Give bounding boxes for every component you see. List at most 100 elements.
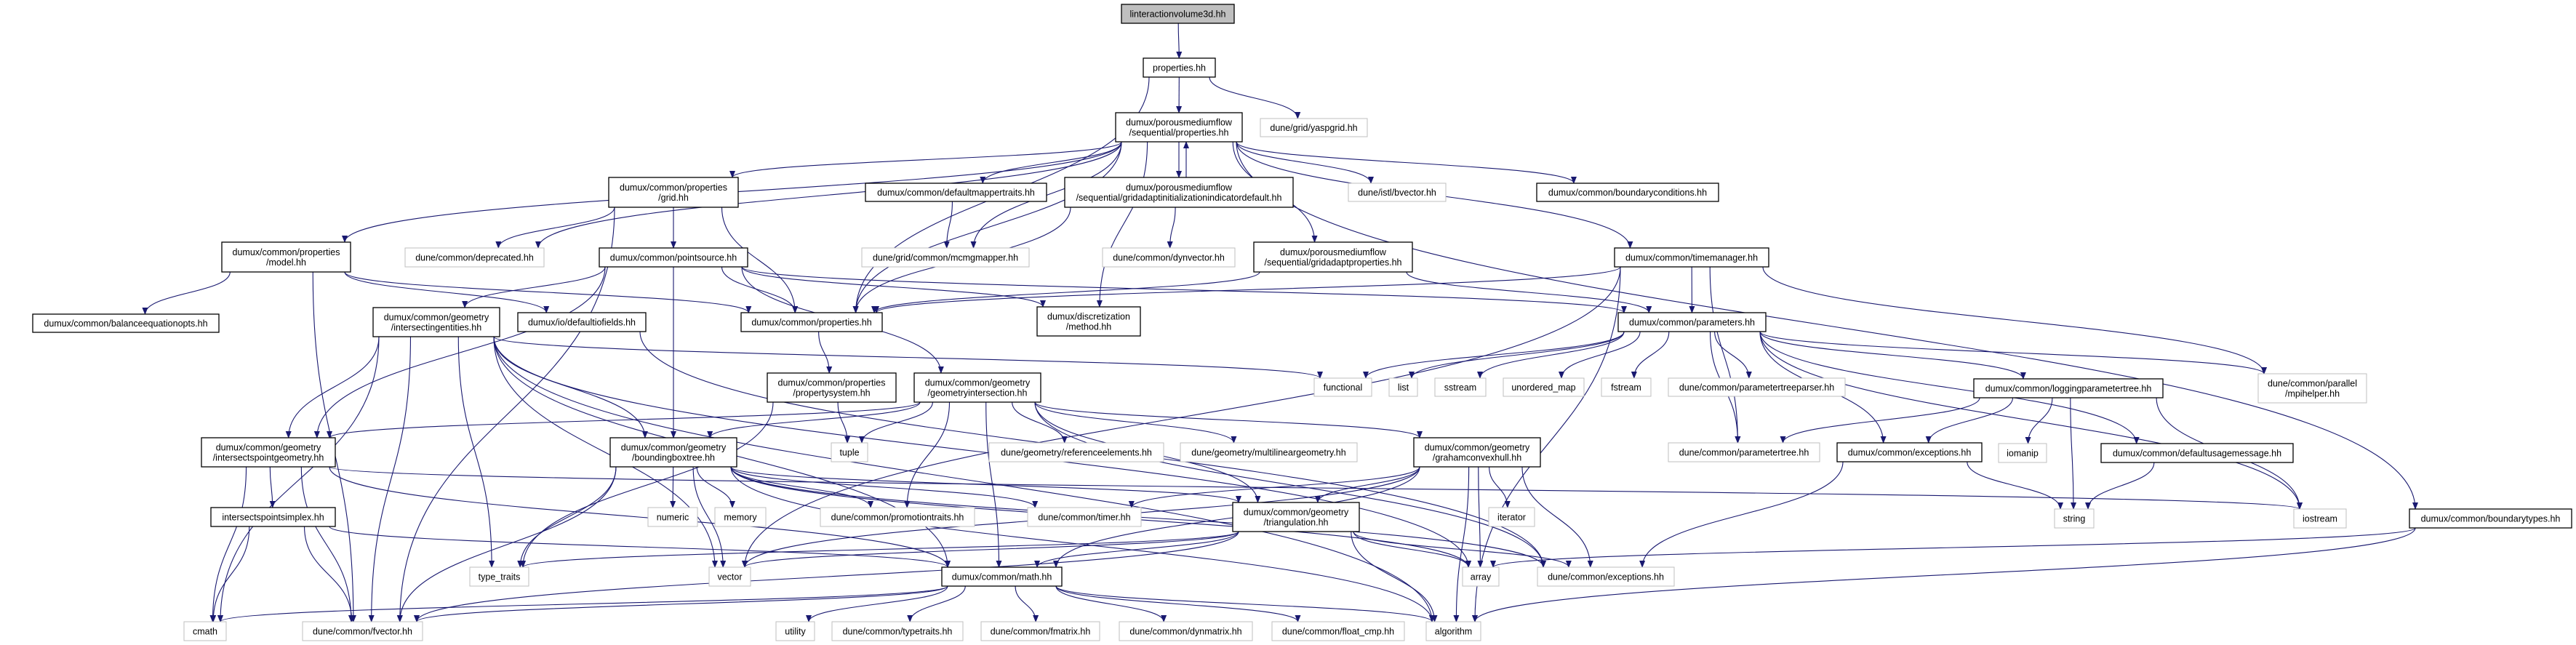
graph-node-external: dune/common/exceptions.hh [1537, 566, 1675, 587]
node-box [2293, 508, 2347, 529]
node-label: /intersectspointgeometry.hh [213, 453, 324, 463]
node-box [1614, 247, 1769, 268]
graph-node[interactable]: dumux/common/geometry/triangulation.hh [1232, 502, 1360, 532]
node-label: iomanip [2007, 449, 2039, 459]
graph-node[interactable]: dumux/common/exceptions.hh [1836, 442, 1983, 462]
node-box [1102, 247, 1236, 268]
node-label: unordered_map [1511, 382, 1575, 393]
graph-node-root[interactable]: linteractionvolume3d.hh [1121, 4, 1235, 24]
graph-node-external: utility [775, 621, 815, 641]
graph-node[interactable]: dumux/common/defaultusagemessage.hh [2100, 443, 2294, 463]
graph-node[interactable]: dumux/porousmediumflow/sequential/gridad… [1253, 241, 1413, 273]
node-label: dune/common/parametertreeparser.hh [1679, 382, 1834, 393]
node-label: dumux/common/geometry [1425, 443, 1530, 453]
node-label: dumux/common/loggingparametertree.hh [1985, 384, 2152, 394]
dependency-edge [1639, 461, 1844, 568]
graph-node[interactable]: dumux/porousmediumflow/sequential/proper… [1115, 112, 1243, 143]
graph-node-external: dune/istl/bvector.hh [1348, 183, 1447, 202]
node-label: linteractionvolume3d.hh [1129, 9, 1225, 20]
dependency-edge [1353, 531, 1471, 568]
graph-node[interactable]: dumux/common/timemanager.hh [1614, 247, 1769, 268]
dependency-edge [1236, 141, 2418, 510]
dependency-edge [2085, 462, 2155, 510]
graph-node[interactable]: dumux/common/geometry/intersectingentiti… [372, 307, 500, 337]
node-label: list [1398, 382, 1409, 393]
graph-node[interactable]: dumux/io/defaultiofields.hh [517, 312, 647, 332]
graph-node[interactable]: intersectspointsimplex.hh [210, 507, 336, 527]
graph-node[interactable]: dumux/common/boundaryconditions.hh [1536, 183, 1719, 202]
node-label: dumux/common/geometry [216, 443, 321, 453]
node-label: tuple [839, 448, 859, 458]
node-label: /grid.hh [658, 193, 689, 203]
node-label: dune/common/deprecated.hh [415, 253, 534, 263]
dependency-edge [1409, 331, 1625, 379]
dependency-edge [493, 336, 718, 568]
node-box [1668, 442, 1820, 462]
node-box [1617, 312, 1767, 332]
graph-node[interactable]: dumux/common/parameters.hh [1617, 312, 1767, 332]
dependency-edge [1351, 531, 1438, 622]
graph-node[interactable]: dumux/common/properties/grid.hh [608, 177, 739, 208]
graph-node[interactable]: properties.hh [1143, 57, 1216, 78]
node-box [372, 307, 500, 337]
node-box [201, 437, 336, 468]
node-label: dumux/common/properties [620, 183, 727, 193]
graph-node[interactable]: dumux/common/geometry/intersectspointgeo… [201, 437, 336, 468]
graph-node-external: dune/common/parallel/mpihelper.hh [2257, 373, 2367, 404]
graph-node[interactable]: dumux/porousmediumflow/sequential/gridad… [1064, 177, 1294, 208]
graph-node[interactable]: dumux/common/math.hh [941, 566, 1063, 587]
node-layer: linteractionvolume3d.hh properties.hh dune… [32, 4, 2572, 641]
graph-node[interactable]: dumux/common/geometry/boundingboxtree.hh [609, 437, 737, 468]
node-box [1836, 442, 1983, 462]
node-label: dumux/porousmediumflow [1126, 118, 1233, 128]
node-label: string [2063, 514, 2086, 524]
node-box [1668, 377, 1846, 397]
dependency-edge [1406, 271, 1652, 313]
graph-node[interactable]: dumux/common/balanceequationopts.hh [32, 313, 220, 333]
dependency-edge [414, 531, 1239, 622]
graph-node[interactable]: dumux/common/properties.hh [740, 312, 883, 332]
node-label: /sequential/gridadaptinitializationindic… [1076, 193, 1282, 203]
graph-node[interactable]: dumux/common/geometry/grahamconvexhull.h… [1413, 437, 1541, 468]
graph-node-external: dune/geometry/referenceelements.hh [988, 442, 1164, 462]
graph-node-external: sstream [1434, 377, 1487, 397]
dependency-edge [1209, 76, 1301, 119]
node-box [1488, 507, 1535, 527]
dependency-edge [1490, 527, 2416, 568]
graph-node[interactable]: dumux/common/pointsource.hh [599, 247, 748, 268]
node-label: intersectspointsimplex.hh [222, 513, 324, 523]
node-box [1253, 241, 1413, 273]
node-box [608, 177, 739, 208]
dependency-edge [1055, 585, 1301, 622]
graph-node[interactable]: dumux/common/loggingparametertree.hh [1973, 378, 2164, 398]
node-label: dumux/common/geometry [384, 313, 489, 323]
dependency-edge [730, 466, 1241, 503]
graph-node-external: dune/common/fmatrix.hh [980, 621, 1100, 641]
graph-node-external: dune/geometry/multilineargeometry.hh [1180, 442, 1358, 462]
dependency-edge [368, 336, 412, 622]
graph-node[interactable]: dumux/common/boundarytypes.hh [2409, 508, 2572, 529]
node-label: dumux/common/defaultusagemessage.hh [2113, 449, 2281, 459]
node-label: dune/common/dynmatrix.hh [1129, 627, 1241, 637]
graph-node[interactable]: dumux/common/defaultmappertraits.hh [865, 183, 1047, 202]
node-box [831, 621, 964, 641]
graph-node[interactable]: dumux/common/properties/model.hh [221, 241, 351, 273]
dependency-edge [1236, 141, 1374, 184]
node-box [1413, 437, 1541, 468]
node-box [609, 437, 737, 468]
dependency-edge [462, 266, 606, 308]
graph-node[interactable]: dumux/discretization/method.hh [1036, 306, 1141, 337]
node-box [599, 247, 748, 268]
node-box [941, 566, 1063, 587]
dependency-edge [329, 466, 2303, 510]
node-box [708, 566, 751, 587]
graph-node-external: dune/common/fvector.hh [302, 621, 423, 641]
node-label: /sequential/properties.hh [1129, 128, 1229, 138]
node-label: fstream [1611, 382, 1641, 393]
graph-node[interactable]: dumux/common/properties/propertysystem.h… [767, 372, 897, 403]
graph-node[interactable]: dumux/common/geometry/geometryintersecti… [913, 372, 1041, 403]
graph-node-external: fstream [1601, 377, 1652, 397]
node-label: dumux/common/timemanager.hh [1625, 253, 1758, 263]
node-label: numeric [657, 513, 689, 523]
